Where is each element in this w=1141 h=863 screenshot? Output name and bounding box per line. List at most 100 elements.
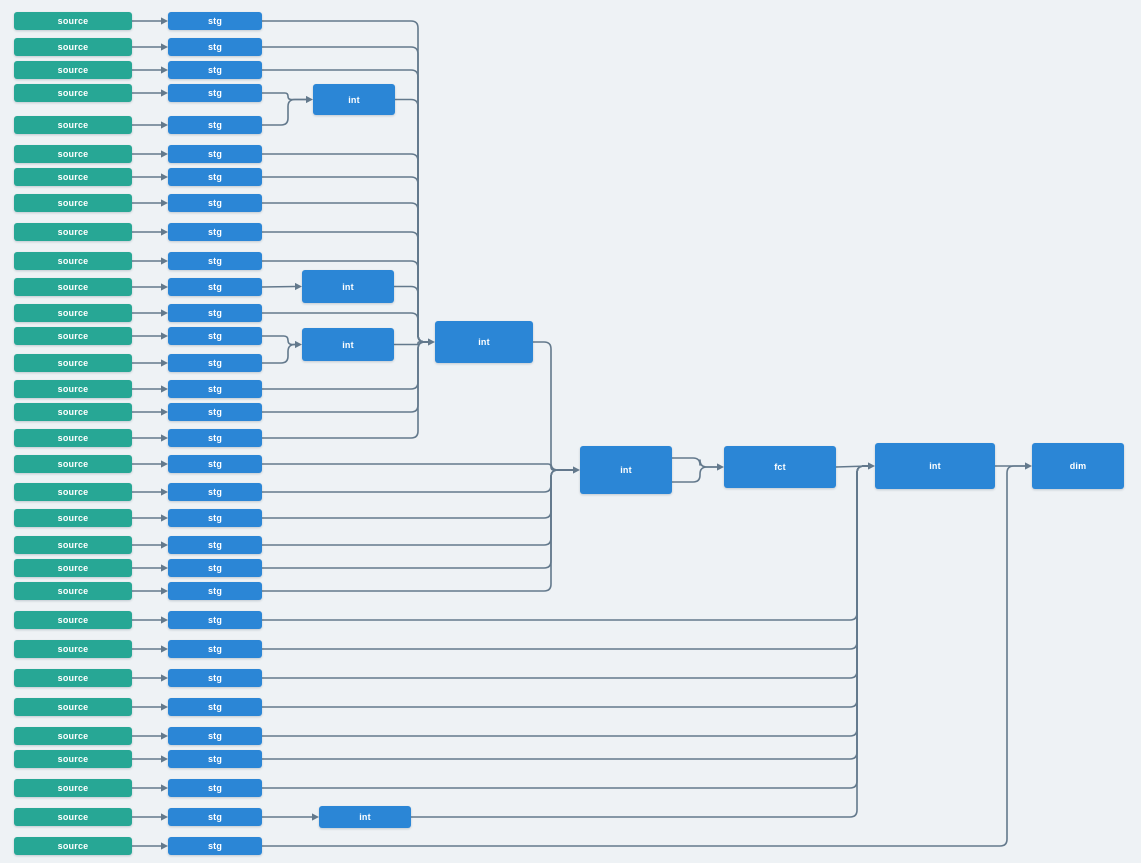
node-label: source [57,702,89,712]
node-source-src6[interactable]: source [14,145,132,163]
node-stg-stg22[interactable]: stg [168,559,262,577]
node-stg-stg16[interactable]: stg [168,403,262,421]
node-stg-stg7[interactable]: stg [168,168,262,186]
node-source-src10[interactable]: source [14,252,132,270]
arrow-head-icon [161,674,168,682]
node-source-src32[interactable]: source [14,837,132,855]
arrow-head-icon [161,616,168,624]
node-stg-stg13[interactable]: stg [168,327,262,345]
arrow-head-icon [161,784,168,792]
node-int-int4[interactable]: int [435,321,533,363]
node-stg-stg4[interactable]: stg [168,84,262,102]
node-stg-stg24[interactable]: stg [168,611,262,629]
node-stg-stg25[interactable]: stg [168,640,262,658]
node-label: stg [207,563,223,573]
node-stg-stg5[interactable]: stg [168,116,262,134]
node-source-src15[interactable]: source [14,380,132,398]
node-source-src21[interactable]: source [14,536,132,554]
node-stg-stg19[interactable]: stg [168,483,262,501]
node-source-src18[interactable]: source [14,455,132,473]
node-int-int6[interactable]: int [875,443,995,489]
node-source-src9[interactable]: source [14,223,132,241]
node-source-src24[interactable]: source [14,611,132,629]
node-label: int [929,461,941,471]
node-int-int1[interactable]: int [313,84,395,115]
node-source-src22[interactable]: source [14,559,132,577]
node-label: source [57,731,89,741]
node-source-src16[interactable]: source [14,403,132,421]
node-label: stg [207,120,223,130]
node-source-src12[interactable]: source [14,304,132,322]
node-source-src11[interactable]: source [14,278,132,296]
node-stg-stg8[interactable]: stg [168,194,262,212]
node-label: stg [207,384,223,394]
arrow-head-icon [295,282,302,291]
node-stg-stg3[interactable]: stg [168,61,262,79]
node-stg-stg17[interactable]: stg [168,429,262,447]
node-source-src26[interactable]: source [14,669,132,687]
node-stg-stg2[interactable]: stg [168,38,262,56]
edge-to-int5 [262,469,573,592]
node-label: stg [207,586,223,596]
node-int-int5[interactable]: int [580,446,672,494]
node-stg-stg29[interactable]: stg [168,750,262,768]
node-label: stg [207,172,223,182]
node-stg-stg30[interactable]: stg [168,779,262,797]
node-source-src20[interactable]: source [14,509,132,527]
node-stg-stg32[interactable]: stg [168,837,262,855]
node-stg-stg26[interactable]: stg [168,669,262,687]
arrow-head-icon [161,17,168,25]
node-int-int2[interactable]: int [302,270,394,303]
node-int-int3[interactable]: int [302,328,394,361]
node-source-src4[interactable]: source [14,84,132,102]
node-stg-stg11[interactable]: stg [168,278,262,296]
node-source-src28[interactable]: source [14,727,132,745]
node-stg-stg28[interactable]: stg [168,727,262,745]
arrow-head-icon [161,732,168,740]
node-dim-dim1[interactable]: dim [1032,443,1124,489]
node-stg-stg12[interactable]: stg [168,304,262,322]
node-source-src14[interactable]: source [14,354,132,372]
node-stg-stg27[interactable]: stg [168,698,262,716]
node-source-src17[interactable]: source [14,429,132,447]
node-stg-stg9[interactable]: stg [168,223,262,241]
arrow-head-icon [1025,462,1032,470]
arrow-head-icon [161,43,168,51]
node-label: stg [207,282,223,292]
node-source-src8[interactable]: source [14,194,132,212]
node-stg-stg21[interactable]: stg [168,536,262,554]
node-source-src23[interactable]: source [14,582,132,600]
node-stg-stg20[interactable]: stg [168,509,262,527]
node-label: stg [207,513,223,523]
node-source-src13[interactable]: source [14,327,132,345]
node-stg-stg14[interactable]: stg [168,354,262,372]
node-source-src25[interactable]: source [14,640,132,658]
node-source-src2[interactable]: source [14,38,132,56]
node-stg-stg6[interactable]: stg [168,145,262,163]
node-label: source [57,120,89,130]
node-stg-stg31[interactable]: stg [168,808,262,826]
node-fct-fct1[interactable]: fct [724,446,836,488]
node-stg-stg10[interactable]: stg [168,252,262,270]
node-source-src3[interactable]: source [14,61,132,79]
node-source-src30[interactable]: source [14,779,132,797]
node-source-src27[interactable]: source [14,698,132,716]
node-stg-stg23[interactable]: stg [168,582,262,600]
node-label: stg [207,42,223,52]
node-stg-stg1[interactable]: stg [168,12,262,30]
node-source-src29[interactable]: source [14,750,132,768]
node-source-src31[interactable]: source [14,808,132,826]
node-int-int7[interactable]: int [319,806,411,828]
node-source-src19[interactable]: source [14,483,132,501]
node-source-src5[interactable]: source [14,116,132,134]
node-source-src1[interactable]: source [14,12,132,30]
node-label: stg [207,673,223,683]
node-stg-stg18[interactable]: stg [168,455,262,473]
node-label: source [57,198,89,208]
node-source-src7[interactable]: source [14,168,132,186]
node-label: source [57,149,89,159]
node-label: source [57,513,89,523]
arrow-head-icon [161,228,168,236]
node-stg-stg15[interactable]: stg [168,380,262,398]
